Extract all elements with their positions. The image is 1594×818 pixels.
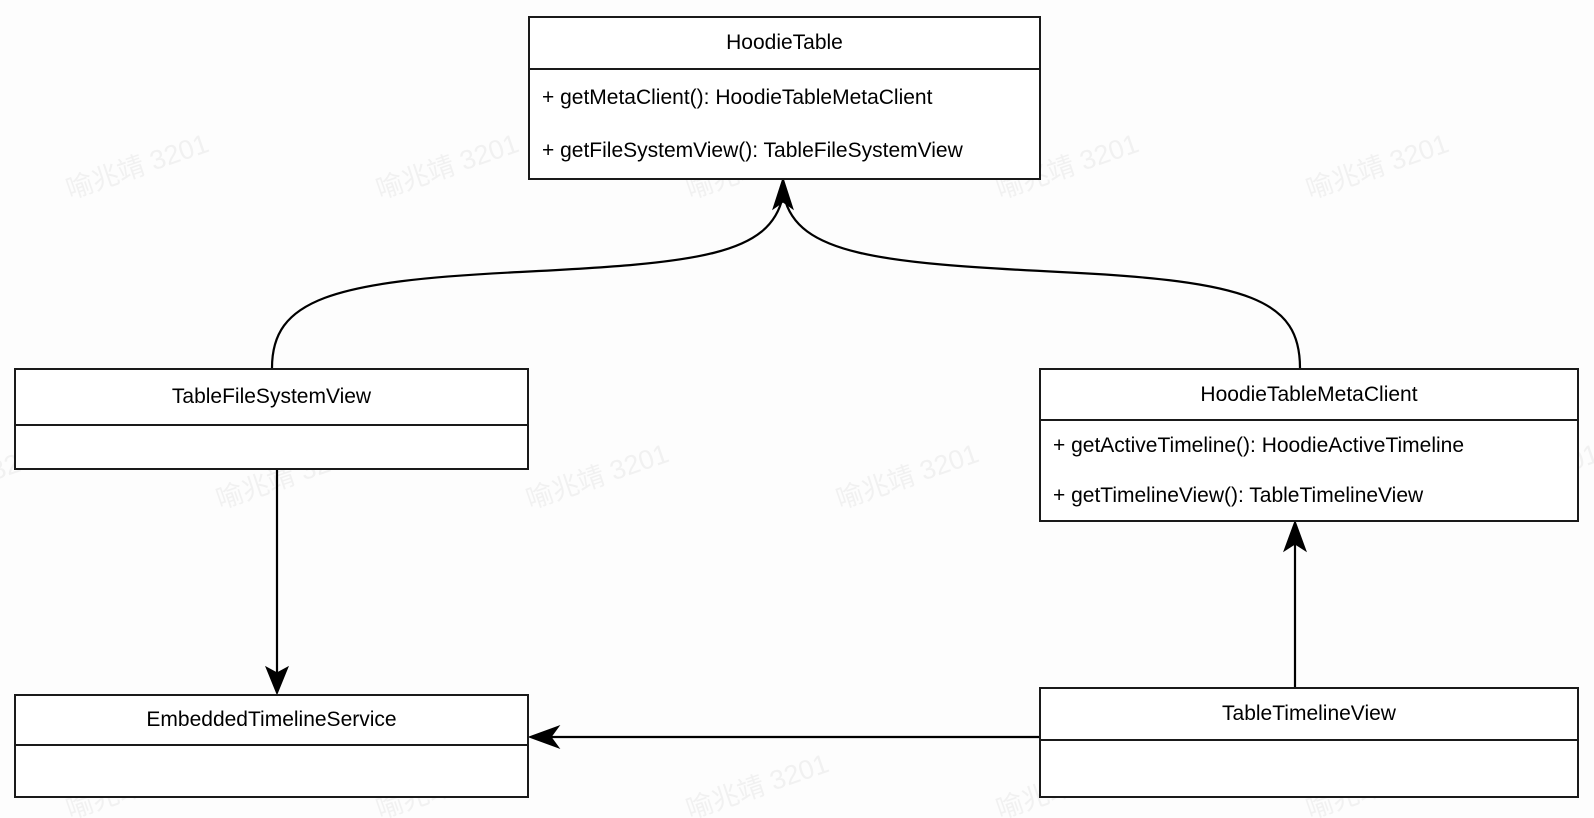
watermark-text: 喻兆靖 3201	[62, 128, 213, 205]
class-members-embeddedtimelineservice	[16, 744, 527, 796]
class-title-tablefilesystemview: TableFileSystemView	[171, 385, 372, 408]
class-member: + getFileSystemView(): TableFileSystemVi…	[542, 138, 963, 162]
watermark-text: 喻兆靖 3201	[1302, 128, 1453, 205]
class-title-tabletimelineview: TableTimelineView	[1222, 702, 1396, 725]
watermark-text: 喻兆靖 3201	[522, 438, 673, 515]
arrowhead-into-timelineservice-right	[527, 724, 561, 750]
rel-metaclient-to-hoodietable	[782, 195, 1302, 369]
rel-filesystemview-to-hoodietable	[270, 195, 785, 369]
arrowhead-into-timelineservice-top	[265, 665, 289, 696]
class-box-tablefilesystemview[interactable]: TableFileSystemView	[14, 368, 529, 470]
rel-timelineview-to-timelineservice	[527, 724, 1039, 750]
class-members-hoodietable: + getMetaClient(): HoodieTableMetaClient…	[530, 68, 1039, 178]
watermark-text: 喻兆靖 3201	[372, 128, 523, 205]
class-box-embeddedtimelineservice[interactable]: EmbeddedTimelineService	[14, 694, 529, 798]
class-title-embeddedtimelineservice: EmbeddedTimelineService	[146, 708, 397, 731]
class-members-tablefilesystemview	[16, 424, 527, 468]
class-title-hoodietablemetaclient: HoodieTableMetaClient	[1200, 382, 1418, 406]
class-member: + getActiveTimeline(): HoodieActiveTimel…	[1053, 434, 1465, 457]
class-member: + getMetaClient(): HoodieTableMetaClient	[542, 85, 933, 109]
arrowhead-into-metaclient-bottom	[1283, 519, 1307, 553]
arrowhead-into-hoodietable	[772, 176, 794, 211]
class-box-hoodietable[interactable]: HoodieTable + getMetaClient(): HoodieTab…	[528, 16, 1041, 180]
watermark-text: 喻兆靖 3201	[682, 748, 833, 818]
watermark-text: 喻兆靖 3201	[832, 438, 983, 515]
class-title-hoodietable: HoodieTable	[726, 31, 843, 54]
class-members-tabletimelineview	[1041, 739, 1577, 796]
class-members-hoodietablemetaclient: + getActiveTimeline(): HoodieActiveTimel…	[1041, 419, 1577, 521]
class-box-hoodietablemetaclient[interactable]: HoodieTableMetaClient + getActiveTimelin…	[1039, 368, 1579, 522]
rel-filesystemview-to-timelineservice	[265, 470, 289, 696]
class-box-tabletimelineview[interactable]: TableTimelineView	[1039, 687, 1579, 798]
rel-timelineview-to-metaclient	[1283, 519, 1307, 687]
class-member: + getTimelineView(): TableTimelineView	[1053, 484, 1424, 507]
